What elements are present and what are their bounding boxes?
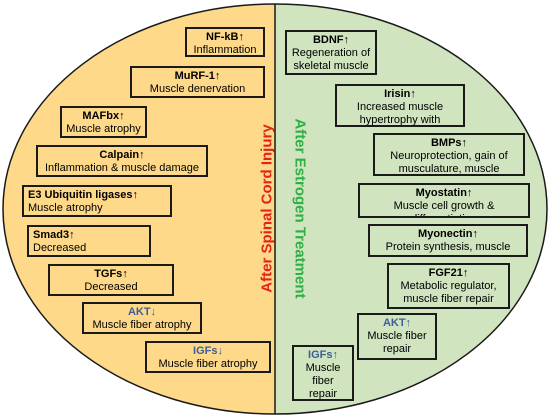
- box-bmps-desc: Neuroprotection, gain of musculature, mu…: [390, 150, 508, 175]
- box-bmps: BMPs↑ Neuroprotection, gain of musculatu…: [373, 133, 525, 176]
- box-igfs-right-title: IGFs↑: [308, 349, 338, 361]
- box-murf1-title: MuRF-1↑: [174, 70, 221, 82]
- box-fgf21: FGF21↑ Metabolic regulator, muscle fiber…: [387, 263, 510, 309]
- box-nfkb-desc: Inflammation: [193, 44, 257, 56]
- box-igfs-left-title: IGFs↓: [193, 345, 223, 357]
- box-fgf21-desc: Metabolic regulator, muscle fiber repair: [400, 280, 497, 305]
- box-mafbx-desc: Muscle atrophy: [66, 123, 141, 135]
- box-smad3: Smad3↑ Decreased musculature: [27, 225, 151, 257]
- box-e3-ubiquitin-title: E3 Ubiquitin ligases↑: [28, 189, 139, 201]
- box-tgfs: TGFs↑ Decreased musculature: [48, 264, 174, 296]
- box-irisin-title: Irisin↑: [384, 88, 416, 100]
- box-akt-left-desc: Muscle fiber atrophy: [92, 319, 192, 331]
- box-irisin: Irisin↑ Increased muscle hypertrophy wit…: [335, 84, 465, 127]
- box-igfs-right-desc: Muscle fiber repair: [305, 362, 341, 400]
- box-bdnf: BDNF↑ Regeneration of skeletal muscle: [285, 30, 377, 75]
- box-myonectin: Myonectin↑ Protein synthesis, muscle mas…: [368, 224, 528, 257]
- box-smad3-title: Smad3↑: [33, 229, 75, 241]
- box-tgfs-desc: Decreased musculature: [84, 281, 138, 293]
- right-section-title: After Estrogen Treatment: [291, 118, 309, 299]
- box-myonectin-title: Myonectin↑: [418, 228, 478, 240]
- box-igfs-left-desc: Muscle fiber atrophy: [158, 358, 258, 370]
- box-igfs-left: IGFs↓ Muscle fiber atrophy: [145, 341, 271, 373]
- box-murf1: MuRF-1↑ Muscle denervation: [130, 66, 265, 98]
- box-e3-ubiquitin-desc: Muscle atrophy: [28, 202, 103, 214]
- box-myonectin-desc: Protein synthesis, muscle mass: [385, 241, 511, 255]
- box-myostatin-title: Myostatin↑: [415, 187, 473, 199]
- box-calpain-title: Calpain↑: [99, 149, 145, 161]
- box-igfs-right: IGFs↑ Muscle fiber repair: [292, 345, 354, 401]
- box-calpain-desc: Inflammation & muscle damage: [44, 162, 200, 174]
- box-bmps-title: BMPs↑: [430, 137, 468, 149]
- box-bdnf-desc: Regeneration of skeletal muscle: [291, 47, 371, 72]
- box-akt-left: AKT↓ Muscle fiber atrophy: [82, 302, 202, 334]
- box-smad3-desc: Decreased musculature: [33, 242, 87, 254]
- box-akt-right: AKT↑ Muscle fiber repair: [357, 313, 437, 360]
- box-akt-right-title: AKT↑: [382, 317, 412, 329]
- ellipse-outline: [2, 3, 548, 415]
- box-bdnf-title: BDNF↑: [312, 34, 350, 46]
- box-irisin-desc: Increased muscle hypertrophy with exerci…: [356, 101, 444, 126]
- box-calpain: Calpain↑ Inflammation & muscle damage: [36, 145, 208, 177]
- box-mafbx: MAFbx↑ Muscle atrophy: [60, 106, 147, 138]
- box-murf1-desc: Muscle denervation: [149, 83, 246, 95]
- box-myostatin-desc: Muscle cell growth & differentiation: [393, 200, 495, 216]
- box-nfkb-title: NF-kB↑: [206, 31, 244, 43]
- box-mafbx-title: MAFbx↑: [82, 110, 125, 122]
- box-fgf21-title: FGF21↑: [428, 267, 469, 279]
- box-nfkb: NF-kB↑ Inflammation: [185, 27, 265, 57]
- box-myostatin: Myostatin↑ Muscle cell growth & differen…: [358, 183, 530, 218]
- box-e3-ubiquitin: E3 Ubiquitin ligases↑ Muscle atrophy: [22, 185, 172, 217]
- box-tgfs-title: TGFs↑: [94, 268, 128, 280]
- left-section-title: After Spinal Cord Injury: [258, 124, 276, 293]
- box-akt-right-desc: Muscle fiber repair: [367, 330, 427, 355]
- box-akt-left-title: AKT↓: [127, 306, 157, 318]
